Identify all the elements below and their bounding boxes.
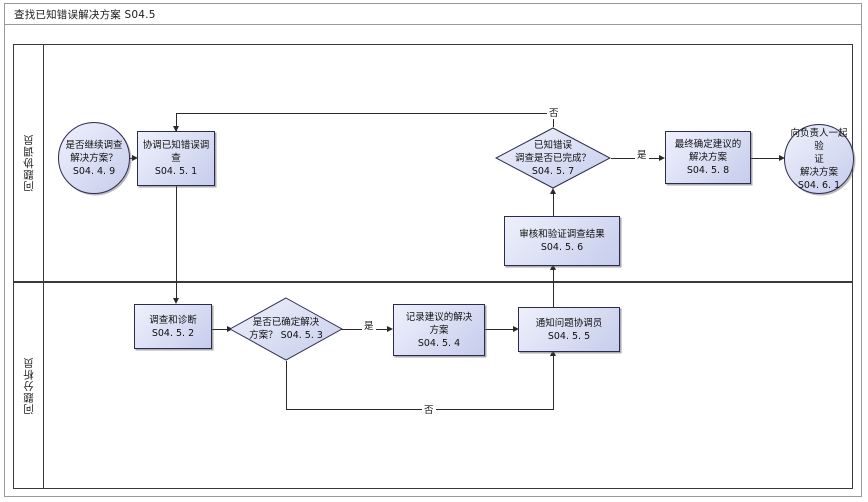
edge-n7-no-up xyxy=(553,113,554,127)
edge-arrow-n2-n3 xyxy=(172,298,179,304)
edge-n7-no-across xyxy=(176,113,554,114)
node-coordinate-known-error-investigation[interactable]: 协调已知错误调 查 S04. 5. 1 xyxy=(137,131,215,186)
node-record-proposed-solution[interactable]: 记录建议的解决 方案 S04. 5. 4 xyxy=(393,304,485,356)
swimlane-header-top: 问题协调员 xyxy=(13,44,44,282)
node-finalize-proposed-solution[interactable]: 最终确定建议的 解决方案 S04. 5. 8 xyxy=(665,131,751,184)
edge-n4-no-across xyxy=(286,409,554,410)
node-label: 通知问题协调员 S04. 5. 5 xyxy=(535,317,603,342)
edge-arrow-n4-n10 xyxy=(549,350,556,356)
node-label: 已知错误 调查是否已完成？ S04. 5. 7 xyxy=(514,139,591,177)
node-notify-problem-coordinator[interactable]: 通知问题协调员 S04. 5. 5 xyxy=(518,307,620,352)
node-label: 是否已确定解决 方案？ S04. 5. 3 xyxy=(249,317,323,341)
node-label: 调查和诊断 S04. 5. 2 xyxy=(149,314,197,339)
edge-n4-no-down xyxy=(286,361,287,409)
edge-n7-no-down xyxy=(176,113,177,132)
node-label: 最终确定建议的 解决方案 S04. 5. 8 xyxy=(674,139,742,176)
node-investigation-complete-decision[interactable]: 已知错误 调查是否已完成？ S04. 5. 7 xyxy=(495,127,611,189)
edge-arrow-n6-n7 xyxy=(549,188,556,194)
edge-arrow-n7-n8 xyxy=(659,154,665,161)
node-review-validate-investigation-results[interactable]: 审核和验证调查结果 S04. 5. 6 xyxy=(504,216,620,266)
diagram-title-band xyxy=(4,3,862,25)
swimlane-label-analyst: 问题分析员 xyxy=(23,356,35,415)
edge-arrow-n5-n10 xyxy=(513,325,519,332)
edge-n4-no-up xyxy=(553,352,554,409)
swimlane-label-coordinator: 问题协调员 xyxy=(23,134,35,192)
edge-n2-n3 xyxy=(176,186,177,300)
edge-arrow-n4-n5 xyxy=(387,325,393,332)
edge-n3-n4 xyxy=(212,329,229,330)
edge-label-yes-mid: 是 xyxy=(362,318,376,332)
edge-arrow-n10-n6 xyxy=(549,264,556,270)
edge-label-yes-right: 是 xyxy=(635,147,649,161)
swimlane-header-bottom: 问题分析员 xyxy=(13,282,44,489)
diamond-shape-icon xyxy=(229,297,343,361)
edge-arrow-n8-n9 xyxy=(779,154,785,161)
edge-n8-n9 xyxy=(751,158,781,159)
node-solution-identified-decision[interactable]: 是否已确定解决 方案？ S04. 5. 3 xyxy=(229,297,343,361)
node-label: 协调已知错误调 查 S04. 5. 1 xyxy=(142,140,210,177)
edge-label-no-bottom: 否 xyxy=(422,402,436,416)
edge-arrow-n7-n2 xyxy=(172,126,179,132)
node-label: 是否继续调查 解决方案？ S04. 4. 9 xyxy=(65,139,123,177)
edge-n5-n10 xyxy=(485,329,515,330)
node-continue-investigation-decision[interactable]: 是否继续调查 解决方案？ S04. 4. 9 xyxy=(58,122,130,194)
node-investigate-and-diagnose[interactable]: 调查和诊断 S04. 5. 2 xyxy=(134,304,212,349)
page-title: 查找已知错误解决方案 S04.5 xyxy=(14,9,156,21)
node-label: 审核和验证调查结果 S04. 5. 6 xyxy=(519,229,605,253)
node-label: 向负责人一起验 证 解决方案 S04. 6. 1 xyxy=(790,127,848,191)
edge-n10-n6 xyxy=(553,266,554,307)
node-label: 记录建议的解决 方案 S04. 5. 4 xyxy=(405,311,473,349)
node-verify-solution-with-owner[interactable]: 向负责人一起验 证 解决方案 S04. 6. 1 xyxy=(784,124,854,194)
edge-arrow-n1-n2 xyxy=(132,154,138,161)
edge-n6-n7 xyxy=(553,190,554,216)
diamond-shape-icon xyxy=(495,127,611,189)
diagram-frame xyxy=(4,3,862,497)
edge-label-no-top: 否 xyxy=(547,105,561,119)
